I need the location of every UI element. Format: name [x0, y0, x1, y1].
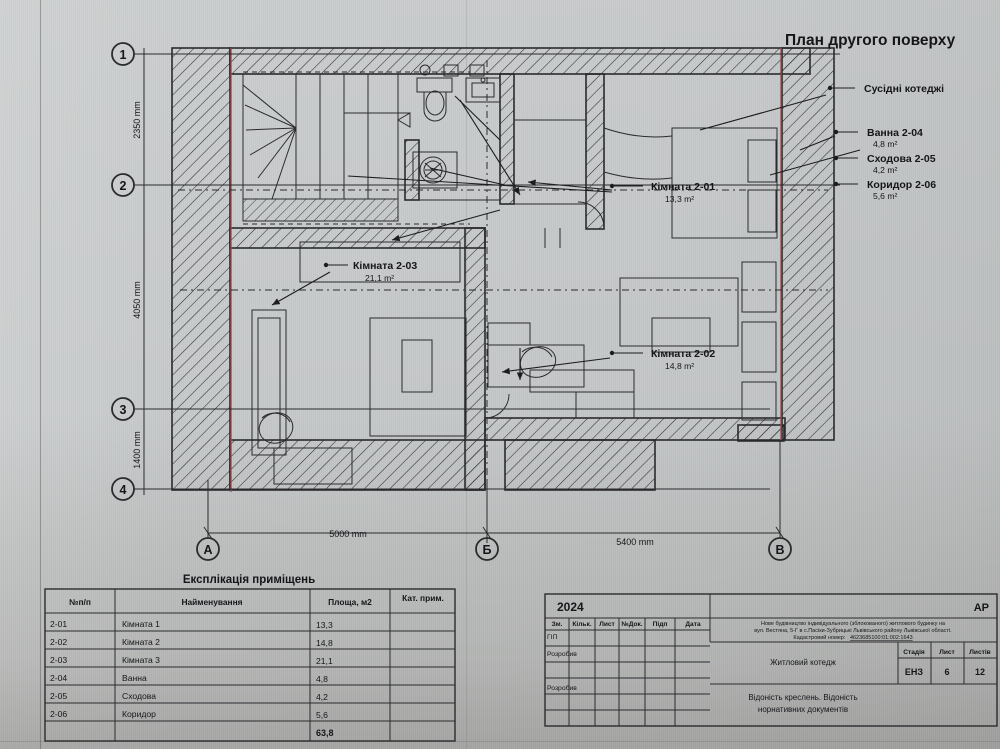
grid-marker-4: 4	[120, 483, 127, 497]
fold-line-left	[40, 0, 41, 749]
svg-text:4,2 m²: 4,2 m²	[873, 165, 897, 175]
svg-text:Коридор: Коридор	[122, 709, 156, 719]
rev-header-pidp: Підп	[653, 620, 668, 628]
svg-text:Кімната 2: Кімната 2	[122, 637, 160, 647]
svg-text:13,3 m²: 13,3 m²	[665, 194, 694, 204]
table-row: 2-05 Сходова 4,2	[50, 691, 328, 702]
table-row: 2-02 Кімната 2 14,8	[50, 637, 333, 648]
table-row: 2-01 Кімната 1 13,3	[50, 619, 333, 630]
svg-text:2-02: 2-02	[50, 637, 67, 647]
svg-text:14,8 m²: 14,8 m²	[665, 361, 694, 371]
title-block-cadastral: Кадастровий номер: 4623685100:01:002:164…	[793, 634, 912, 641]
svg-text:14,8: 14,8	[316, 638, 333, 648]
title-block-sheet-name-2: норнативних документів	[758, 705, 848, 714]
meta-header-stage: Стадія	[903, 648, 925, 656]
table-row: 2-06 Коридор 5,6	[50, 709, 328, 720]
rev-header-zm: Зм.	[552, 621, 563, 628]
svg-text:Кімната 2-01: Кімната 2-01	[651, 181, 715, 193]
exploded-table-total: 63,8	[316, 728, 334, 738]
svg-text:4,8 m²: 4,8 m²	[873, 139, 897, 149]
dimension-horizontal-5000: 5000 mm	[329, 529, 367, 539]
rev-header-lyst: Лист	[599, 621, 615, 628]
svg-text:2-01: 2-01	[50, 619, 67, 629]
svg-text:5,6: 5,6	[316, 710, 328, 720]
svg-text:21,1: 21,1	[316, 656, 333, 666]
meta-value-stage: ЕНЗ	[905, 667, 924, 677]
title-block-description-line2: вул. Вестяна, 5-Г в с.Пасіки-Зубрицькі Л…	[754, 627, 952, 634]
svg-text:2-04: 2-04	[50, 673, 67, 683]
svg-text:2-06: 2-06	[50, 709, 67, 719]
rev-header-kilk: Кільк.	[572, 620, 591, 628]
svg-text:21,1 m²: 21,1 m²	[365, 273, 394, 283]
callout-room-2-01: Кімната 2-01 13,3 m²	[651, 181, 715, 204]
svg-text:Коридор 2-06: Коридор 2-06	[867, 179, 936, 191]
svg-text:Кімната 2-02: Кімната 2-02	[651, 348, 715, 360]
svg-text:Ванна 2-04: Ванна 2-04	[867, 127, 923, 139]
dimension-vertical-2350: 2350 mm	[132, 101, 142, 139]
callout-room-2-02: Кімната 2-02 14,8 m²	[651, 348, 715, 371]
title-block-sheet-name: Відоність креслень. Відоність	[748, 693, 857, 702]
svg-text:Сходова 2-05: Сходова 2-05	[867, 153, 936, 165]
grid-marker-1: 1	[120, 48, 127, 62]
exploded-header-area: Площа, м2	[328, 597, 372, 607]
exploded-table: Експлікація приміщень №п/п Найменування …	[44, 574, 456, 742]
role-gip: ГІП	[547, 634, 558, 641]
title-block-object-name: Житловий котедж	[770, 658, 836, 667]
exploded-table-title: Експлікація приміщень	[183, 574, 315, 586]
title-block-description: Нове будівництво індивідуального (зблоко…	[761, 621, 946, 627]
callout-corridor: Коридор 2-06 5,6 m²	[867, 179, 936, 201]
svg-text:Сусідні котеджі: Сусідні котеджі	[864, 83, 944, 95]
meta-value-sheets: 12	[975, 667, 985, 677]
exploded-header-name: Найменування	[181, 597, 242, 607]
fold-line-bottom	[0, 741, 1000, 742]
title-block-doc-code: АР	[974, 602, 989, 614]
callout-room-2-03: Кімната 2-03 21,1 m²	[353, 260, 417, 283]
callout-bathroom: Ванна 2-04 4,8 m²	[867, 127, 923, 149]
dimension-vertical-1400: 1400 mm	[132, 431, 142, 469]
grid-marker-v: В	[775, 543, 784, 557]
svg-text:Кімната 2-03: Кімната 2-03	[353, 260, 417, 272]
svg-text:4,8: 4,8	[316, 674, 328, 684]
svg-text:5,6 m²: 5,6 m²	[873, 191, 897, 201]
svg-text:4,2: 4,2	[316, 692, 328, 702]
callout-stairs: Сходова 2-05 4,2 m²	[867, 153, 936, 175]
meta-header-sheet: Лист	[939, 649, 955, 656]
grid-marker-2: 2	[120, 179, 127, 193]
svg-text:Кімната 3: Кімната 3	[122, 655, 160, 665]
grid-marker-b: Б	[483, 543, 492, 557]
svg-text:Кімната 1: Кімната 1	[122, 619, 160, 629]
meta-header-sheets: Листів	[969, 648, 990, 656]
role-developer-1: Розробив	[547, 650, 577, 658]
rev-header-dok: №Док.	[621, 621, 642, 628]
exploded-header-no: №п/п	[69, 597, 91, 607]
dimension-vertical-4050: 4050 mm	[132, 281, 142, 319]
svg-text:2-05: 2-05	[50, 691, 67, 701]
table-row: 2-03 Кімната 3 21,1	[50, 655, 333, 666]
role-developer-2: Розробив	[547, 684, 577, 692]
grid-marker-a: А	[203, 543, 212, 557]
dimension-horizontal-5400: 5400 mm	[616, 537, 654, 547]
svg-text:13,3: 13,3	[316, 620, 333, 630]
meta-value-sheet: 6	[944, 667, 949, 677]
title-block: 2024 АР Нове будівництво індивідуального…	[544, 593, 998, 727]
table-row: 2-04 Ванна 4,8	[50, 673, 328, 684]
svg-text:2-03: 2-03	[50, 655, 67, 665]
rev-header-data: Дата	[685, 621, 701, 628]
callout-neighbors: Сусідні котеджі	[864, 83, 944, 95]
svg-text:Ванна: Ванна	[122, 673, 147, 683]
drawing-title: План другого поверху	[785, 32, 956, 49]
grid-marker-3: 3	[120, 403, 127, 417]
svg-text:Сходова: Сходова	[122, 691, 156, 701]
title-block-year: 2024	[557, 600, 584, 614]
exploded-header-cat: Кат. прим.	[402, 593, 444, 603]
